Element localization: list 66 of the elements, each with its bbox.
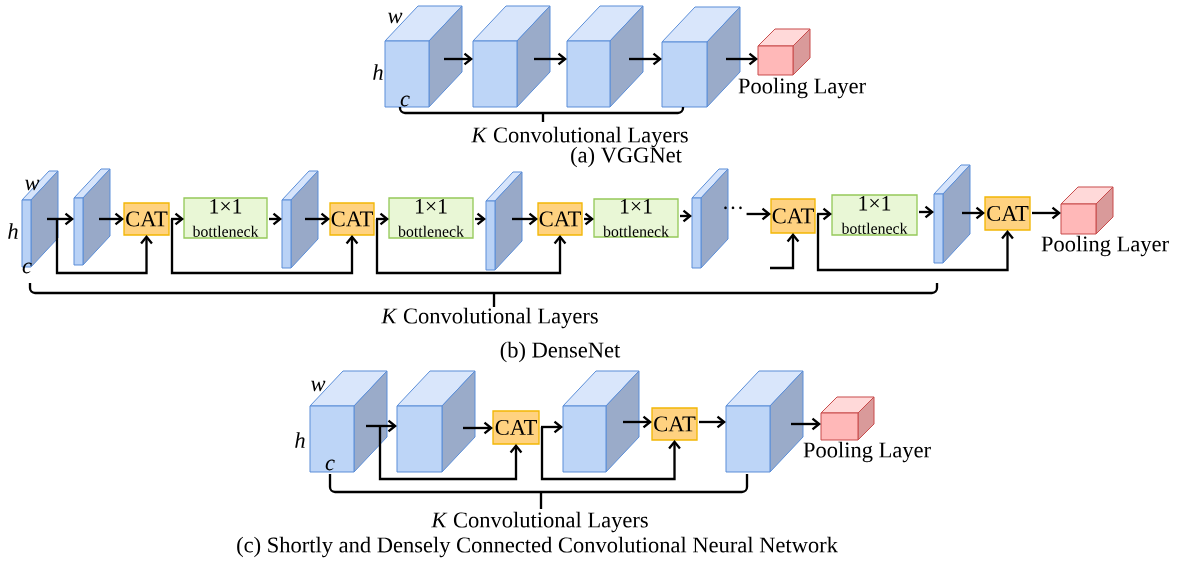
arrow xyxy=(962,206,985,220)
bottleneck-box: 1×1 bottleneck xyxy=(593,198,679,238)
axis-letter: w xyxy=(388,12,403,24)
arrow xyxy=(1032,206,1061,220)
layer-cube xyxy=(562,370,640,473)
axis-letter: c xyxy=(325,459,335,471)
layer-cube xyxy=(384,5,463,108)
layer-label: Pooling Layer xyxy=(803,441,931,463)
arrow xyxy=(746,207,771,221)
arrow xyxy=(375,219,567,275)
arrow xyxy=(817,207,832,221)
layer-cube xyxy=(396,370,476,473)
concat-box: CAT xyxy=(770,198,816,234)
arrow xyxy=(463,421,493,435)
arrow xyxy=(699,415,726,429)
layer-slab xyxy=(933,164,971,264)
axis-letter: c xyxy=(400,95,410,107)
bottleneck-box: 1×1 bottleneck xyxy=(831,194,918,236)
arrow xyxy=(512,212,538,226)
layer-cube xyxy=(566,5,644,108)
layer-slab xyxy=(73,168,111,266)
arrow xyxy=(791,417,821,431)
arrow xyxy=(378,426,523,481)
arrow xyxy=(629,52,662,66)
axis-letter: h xyxy=(8,223,18,239)
concat-box: CAT xyxy=(492,410,540,445)
arrow xyxy=(55,219,153,275)
arrow xyxy=(919,205,934,219)
layer-label: Pooling Layer xyxy=(1041,235,1169,257)
layer-cube xyxy=(661,6,741,108)
layer-cube xyxy=(309,370,388,473)
layer-slab xyxy=(281,170,319,269)
arrow xyxy=(726,52,758,66)
concat-box: CAT xyxy=(651,407,698,441)
concat-box: CAT xyxy=(123,202,170,236)
bottleneck-box: 1×1 bottleneck xyxy=(388,197,474,239)
layer-cube xyxy=(472,5,551,108)
bottleneck-box: 1×1 bottleneck xyxy=(183,197,268,239)
arrow xyxy=(99,212,124,226)
arrow xyxy=(170,219,359,275)
arrow xyxy=(305,212,330,226)
axis-letter: w xyxy=(311,380,326,392)
arrow xyxy=(540,427,681,481)
arrow xyxy=(816,214,1014,272)
layer-label: Pooling Layer xyxy=(738,77,866,99)
arrow xyxy=(541,420,563,434)
caption-text: (c) Shortly and Densely Connected Convolutional Neural Network xyxy=(237,536,838,558)
caption-text: (b) DenseNet xyxy=(500,341,621,363)
concat-box: CAT xyxy=(537,202,583,236)
caption-text: K Convolutional Layers xyxy=(471,126,688,148)
axis-letter: w xyxy=(25,179,40,191)
caption-text: (a) VGGNet xyxy=(571,146,682,168)
layer-cube xyxy=(725,370,804,473)
arrow xyxy=(444,52,473,66)
caption-text: K Convolutional Layers xyxy=(431,511,648,533)
arrow xyxy=(47,212,74,226)
caption-text: K Convolutional Layers xyxy=(381,307,598,329)
layer-slab xyxy=(485,171,523,271)
ellipsis-text: ··· xyxy=(724,206,742,210)
arrow xyxy=(534,52,567,66)
axis-letter: c xyxy=(22,262,32,274)
arrow xyxy=(623,415,652,429)
arrow xyxy=(366,419,397,433)
concat-box: CAT xyxy=(329,202,375,236)
concat-box: CAT xyxy=(984,196,1031,231)
arrow xyxy=(770,233,800,270)
